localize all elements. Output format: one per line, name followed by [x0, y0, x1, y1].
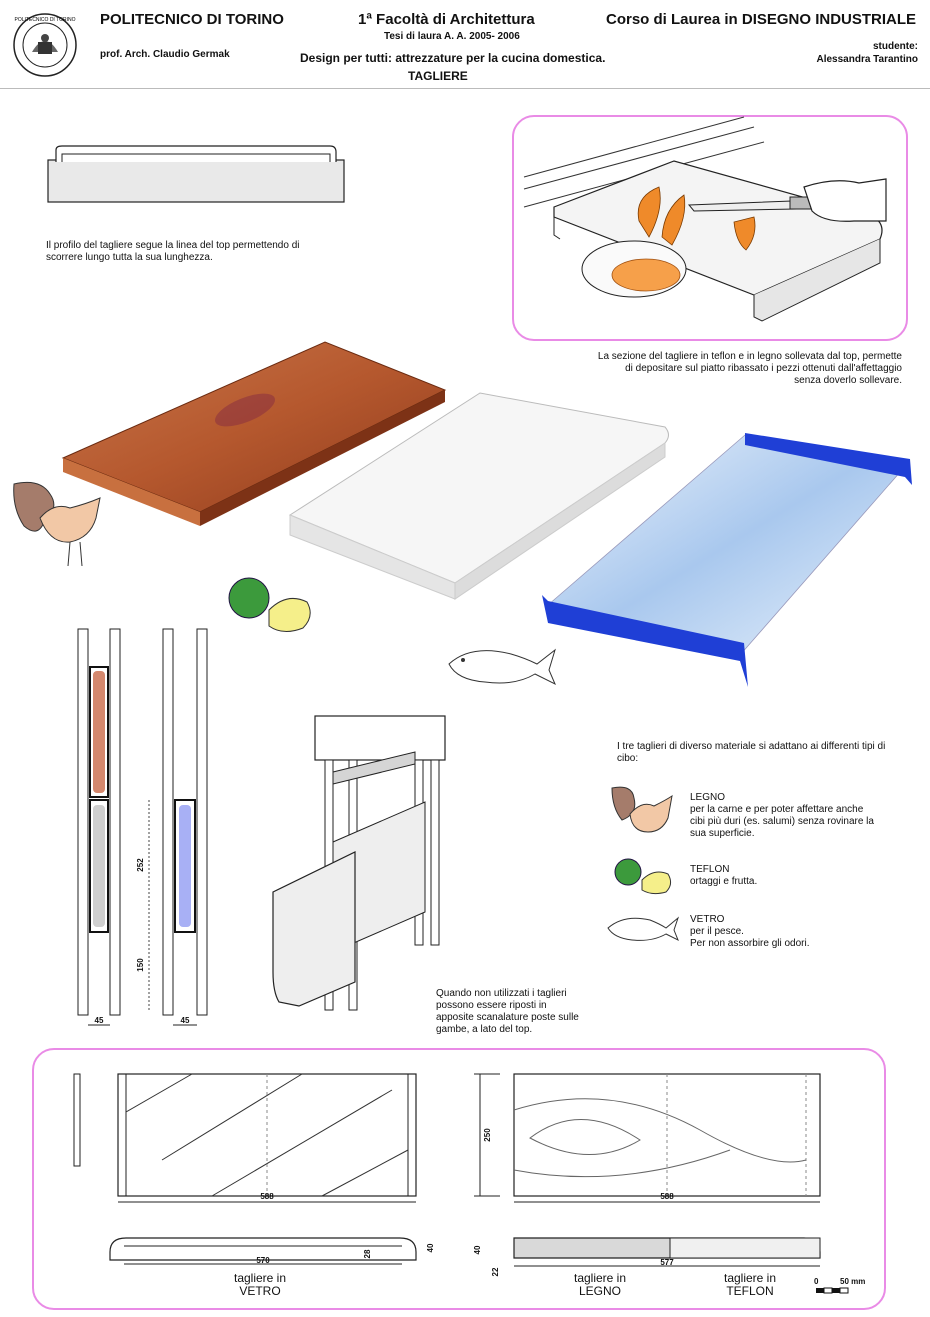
material-legno-line2: cibi più duri (es. salumi) senza rovinar…	[690, 816, 874, 827]
board-profile-drawing	[47, 145, 345, 203]
subject-title: TAGLIERE	[408, 69, 468, 83]
svg-text:250: 250	[483, 1128, 492, 1142]
caption-section-line1: La sezione del tagliere in teflon e in l…	[597, 351, 902, 362]
svg-text:252: 252	[136, 858, 145, 872]
student-name: Alessandra Tarantino	[816, 54, 918, 65]
material-legno-line3: sua superficie.	[690, 828, 755, 839]
glass-board-section: 28 40 570	[109, 1237, 435, 1265]
course-name: Corso di Laurea in DISEGNO INDUSTRIALE	[606, 11, 917, 28]
scale-bar: 0 50 mm	[814, 1277, 865, 1294]
storage-axonometric	[272, 715, 446, 1011]
material-legno-name: LEGNO	[690, 792, 726, 803]
svg-text:50 mm: 50 mm	[840, 1277, 865, 1286]
student-label: studente:	[873, 41, 918, 52]
wood-board-render	[61, 341, 447, 526]
svg-text:40: 40	[473, 1245, 482, 1254]
svg-text:22: 22	[491, 1267, 500, 1276]
svg-text:570: 570	[256, 1256, 270, 1265]
header-divider	[0, 88, 930, 89]
glass-board-render	[542, 433, 912, 687]
svg-text:45: 45	[181, 1016, 190, 1025]
label-wood-b: LEGNO	[578, 1284, 621, 1298]
university-seal: POLITECNICO DI TORINO	[13, 13, 77, 77]
wood-teflon-section: 40 22 577	[473, 1237, 821, 1276]
label-glass: tagliere in VETRO	[210, 1272, 310, 1298]
label-teflon-b: TEFLON	[726, 1284, 774, 1298]
leg-section-right: 252 150 45	[136, 628, 208, 1026]
scene-frame	[512, 115, 908, 341]
caption-section-line2: di depositare sul piatto ribassato i pez…	[625, 363, 902, 374]
drawings-frame	[32, 1048, 886, 1310]
label-glass-a: tagliere in	[233, 1271, 287, 1285]
material-teflon-name: TEFLON	[690, 864, 730, 875]
thesis-year: Tesi di laura A. A. 2005- 2006	[384, 31, 520, 42]
svg-text:40: 40	[426, 1243, 435, 1252]
material-vetro-name: VETRO	[690, 914, 725, 925]
caption-intro: I tre taglieri di diverso materiale si a…	[617, 741, 886, 764]
svg-text:28: 28	[363, 1249, 372, 1258]
material-legno-line1: per la carne e per poter affettare anche	[690, 804, 864, 815]
faculty-name: 1ª Facoltà di Architettura	[358, 11, 535, 28]
svg-text:577: 577	[660, 1258, 674, 1267]
svg-text:588: 588	[660, 1192, 674, 1201]
material-vetro-line2: Per non assorbire gli odori.	[690, 938, 810, 949]
chicken-meat-illustration	[13, 481, 101, 567]
svg-text:0: 0	[814, 1277, 819, 1286]
material-teflon-line1: ortaggi e frutta.	[690, 876, 758, 887]
glass-board-plan: 588	[73, 1073, 417, 1203]
label-teflon: tagliere in TEFLON	[700, 1272, 800, 1298]
cutting-scene-illustration	[523, 116, 887, 322]
svg-text:150: 150	[136, 958, 145, 972]
label-glass-b: VETRO	[239, 1284, 281, 1298]
caption-profile: Il profilo del tagliere segue la linea d…	[46, 240, 300, 263]
label-wood: tagliere in LEGNO	[550, 1272, 650, 1298]
svg-text:588: 588	[260, 1192, 274, 1201]
legend-vegetables-icon	[614, 858, 672, 895]
label-wood-a: tagliere in	[573, 1271, 627, 1285]
caption-storage: Quando non utilizzati i taglieri possono…	[436, 988, 579, 1035]
wood-teflon-plan: 250 588	[474, 1073, 821, 1203]
label-teflon-a: tagliere in	[723, 1271, 777, 1285]
caption-section: La sezione del tagliere in teflon e in l…	[560, 351, 902, 387]
material-vetro-line1: per il pesce.	[690, 926, 744, 937]
leg-section-left: 45	[77, 628, 121, 1026]
material-teflon: TEFLON ortaggi e frutta.	[690, 864, 910, 888]
caption-section-line3: senza doverlo sollevare.	[794, 375, 902, 386]
vegetables-illustration	[228, 577, 311, 632]
teflon-board-render	[288, 392, 669, 600]
svg-text:POLITECNICO DI TORINO: POLITECNICO DI TORINO	[15, 17, 76, 23]
fish-illustration	[448, 648, 556, 686]
professor-name: prof. Arch. Claudio Germak	[100, 49, 230, 60]
legend-fish-icon	[607, 916, 680, 942]
material-legno: LEGNO per la carne e per poter affettare…	[690, 792, 910, 840]
legend-chicken-icon	[611, 786, 673, 833]
university-name: POLITECNICO DI TORINO	[100, 11, 284, 28]
svg-text:45: 45	[95, 1016, 104, 1025]
project-title: Design per tutti: attrezzature per la cu…	[300, 51, 606, 65]
material-vetro: VETRO per il pesce. Per non assorbire gl…	[690, 914, 910, 950]
